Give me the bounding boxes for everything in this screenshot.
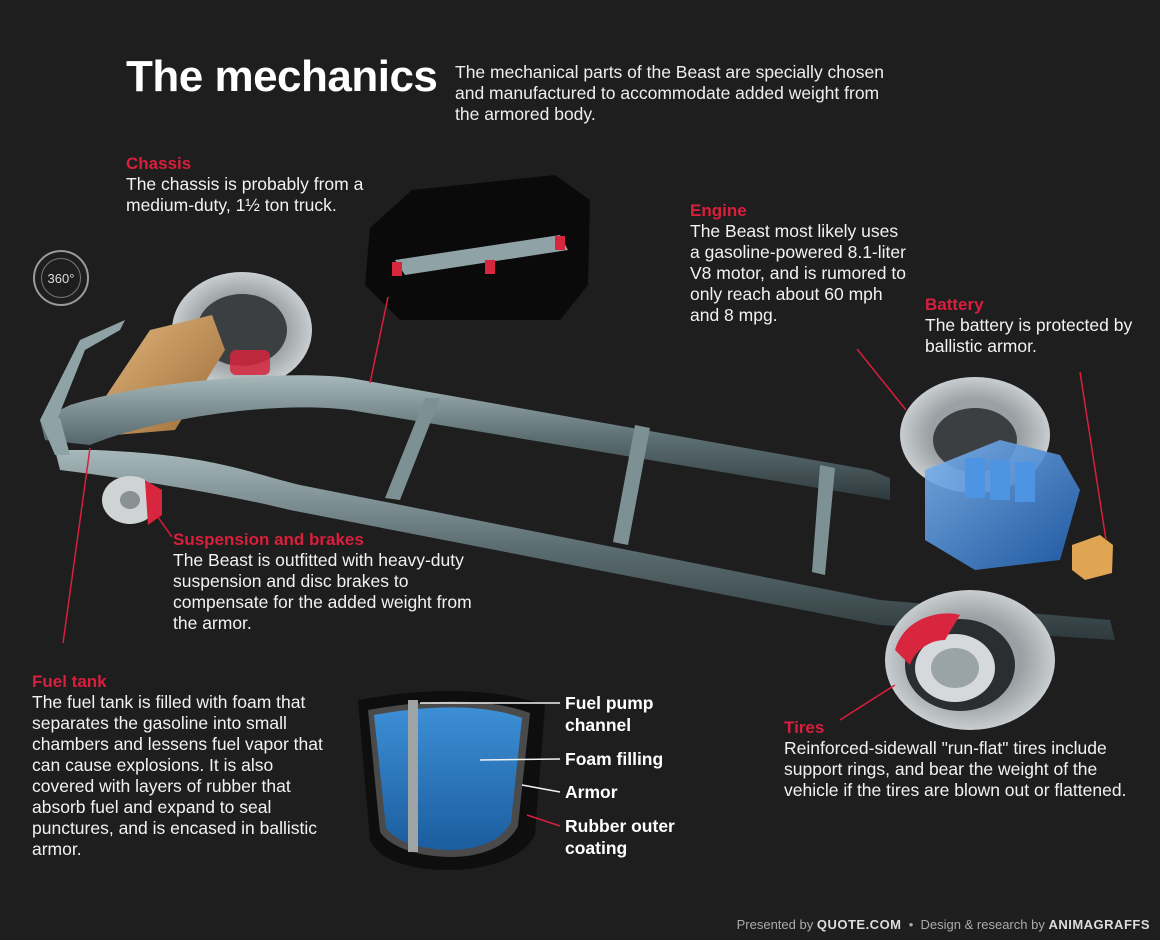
rotate-360-icon: 360°: [41, 258, 81, 298]
callout-chassis: Chassis The chassis is probably from a m…: [126, 153, 406, 216]
intro-text: The mechanical parts of the Beast are sp…: [455, 62, 884, 124]
footer-presented-by: Presented by: [736, 917, 814, 932]
callout-suspension: Suspension and brakes The Beast is outfi…: [173, 529, 473, 634]
callout-body: Reinforced-sidewall "run-flat" tires inc…: [784, 738, 1127, 800]
callout-body: The chassis is probably from a medium-du…: [126, 174, 364, 215]
footer-credits: Presented by QUOTE.COM • Design & resear…: [737, 917, 1150, 932]
callout-body: The Beast is outfitted with heavy-duty s…: [173, 550, 472, 633]
tank-label-pump: Fuel pump channel: [565, 693, 654, 735]
callout-body: The fuel tank is filled with foam that s…: [32, 692, 323, 859]
front-right-tire: [885, 590, 1055, 730]
page-title: The mechanics: [126, 52, 438, 101]
callout-heading: Fuel tank: [32, 672, 107, 691]
callout-heading: Tires: [784, 718, 825, 737]
battery-box: [1072, 535, 1113, 580]
callout-battery: Battery The battery is protected by ball…: [925, 294, 1135, 357]
footer-separator: •: [908, 917, 914, 932]
footer-studio-link[interactable]: ANIMAGRAFFS: [1048, 917, 1150, 932]
tank-label-armor: Armor: [565, 782, 618, 802]
callout-engine: Engine The Beast most likely uses a gaso…: [690, 200, 910, 326]
rotate-360-label: 360°: [47, 270, 75, 286]
rear-brake: [102, 476, 162, 525]
callout-body: The battery is protected by ballistic ar…: [925, 315, 1133, 356]
callout-heading: Battery: [925, 295, 984, 314]
rotate-360-button[interactable]: 360°: [33, 250, 89, 306]
callout-heading: Engine: [690, 201, 747, 220]
fuel-tank-cutaway: [358, 690, 561, 870]
callout-tires: Tires Reinforced-sidewall "run-flat" tir…: [784, 717, 1134, 801]
callout-heading: Chassis: [126, 154, 192, 173]
truck-silhouette: [365, 175, 590, 320]
callout-fuel-tank: Fuel tank The fuel tank is filled with f…: [32, 671, 337, 860]
tank-label-foam: Foam filling: [565, 749, 664, 769]
callout-body: The Beast most likely uses a gasoline-po…: [690, 221, 906, 325]
engine-block: [925, 440, 1080, 570]
tank-label-rubber: Rubber outer coating: [565, 816, 675, 858]
callout-heading: Suspension and brakes: [173, 530, 364, 549]
footer-sponsor-link[interactable]: QUOTE.COM: [816, 917, 902, 932]
footer-design-by: Design & research by: [920, 917, 1045, 932]
